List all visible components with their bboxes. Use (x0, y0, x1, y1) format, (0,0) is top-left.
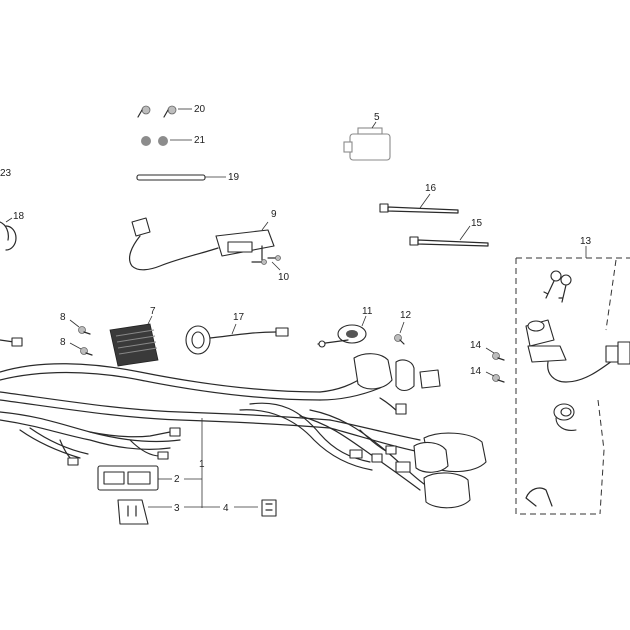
callout-8-upper: 8 (60, 312, 66, 323)
callout-19: 19 (228, 172, 240, 183)
callout-13: 13 (580, 236, 592, 247)
part-11-horn (317, 315, 367, 348)
callout-12: 12 (400, 310, 412, 321)
part-8-bolts (69, 319, 93, 356)
part-3-fuse (117, 499, 202, 525)
part-10-screws (251, 255, 281, 271)
part-21-grommets (141, 136, 192, 146)
part-9-ignition-coil (128, 217, 275, 271)
part-14-bolts (485, 347, 505, 383)
callout-7: 7 (150, 306, 156, 317)
callout-2: 2 (174, 474, 180, 485)
callout-14-lower: 14 (470, 366, 482, 377)
callout-1: 1 (199, 459, 205, 470)
callout-8-lower: 8 (60, 337, 66, 348)
part-15-cable-tie (409, 225, 489, 247)
callout-20: 20 (194, 104, 206, 115)
callout-10: 10 (278, 272, 290, 283)
callout-11: 11 (362, 306, 373, 317)
part-20-screws (137, 105, 192, 118)
part-18-ring (0, 217, 17, 251)
callout-16: 16 (425, 183, 437, 194)
part-5-relay (343, 121, 391, 161)
part-12-bolt (394, 321, 405, 345)
part-13-lock-set (515, 246, 630, 515)
part-16-cable-tie (379, 193, 459, 214)
part-7-regulator (109, 315, 159, 367)
callout-3: 3 (174, 503, 180, 514)
callout-5: 5 (374, 112, 380, 123)
part-19-bar (136, 174, 226, 181)
callout-18: 18 (13, 211, 25, 222)
callout-21: 21 (194, 135, 206, 146)
callout-14-upper: 14 (470, 340, 482, 351)
part-17-sensor (185, 323, 289, 355)
callout-23: 23 (0, 168, 12, 179)
callout-15: 15 (471, 218, 483, 229)
part-1-main-harness (0, 337, 487, 509)
callout-17: 17 (233, 312, 245, 323)
part-4-mini-fuse (202, 499, 277, 517)
callout-4: 4 (223, 503, 229, 514)
part-2-fuse-box (97, 465, 202, 491)
callout-9: 9 (271, 209, 277, 220)
